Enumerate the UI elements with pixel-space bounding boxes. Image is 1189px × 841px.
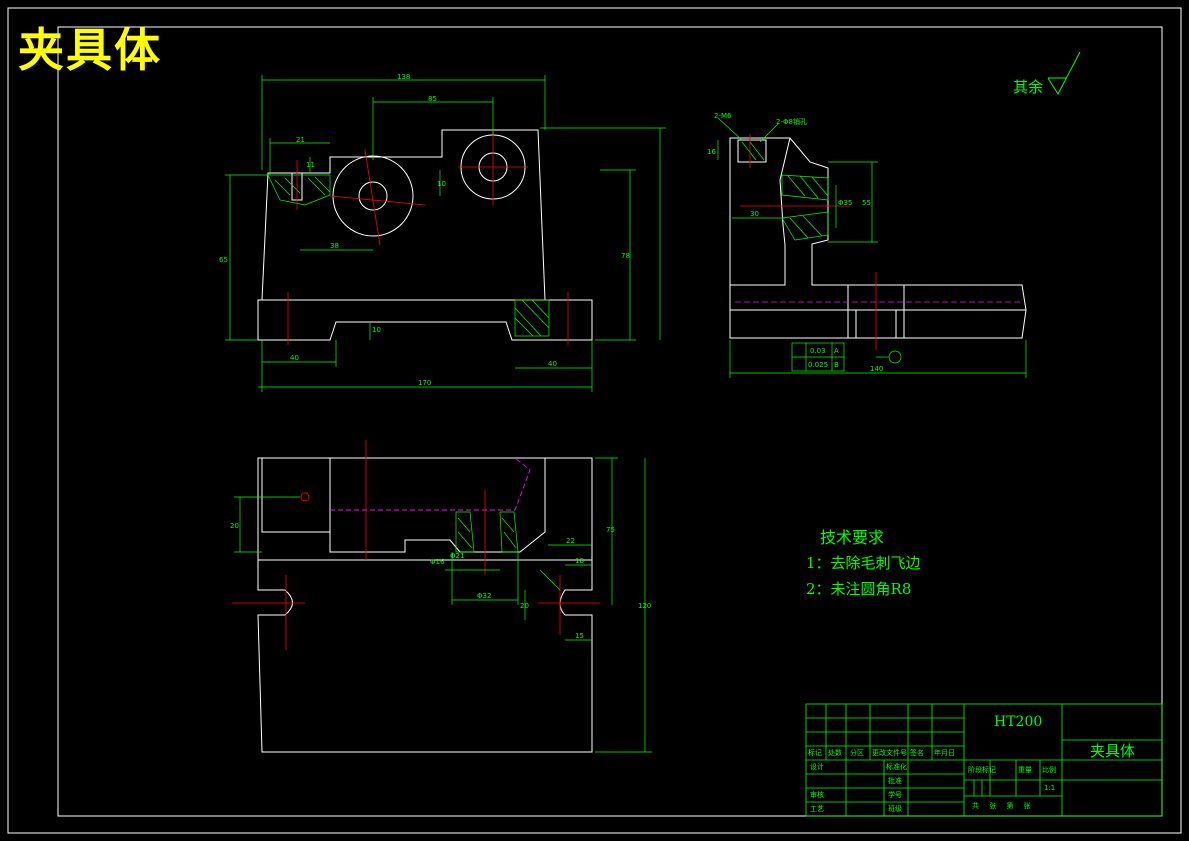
tb-stage-label-2: 比例 bbox=[1042, 766, 1056, 774]
page-title: 夹具体 bbox=[18, 23, 162, 77]
tech-item-2: 2：未注圆角R8 bbox=[806, 580, 912, 598]
part-name: 夹具体 bbox=[1090, 742, 1136, 760]
tb-stage-label-1: 重量 bbox=[1018, 766, 1032, 774]
surface-note: 其余 bbox=[1013, 78, 1043, 96]
dim-side-6: 140 bbox=[870, 365, 883, 373]
side-centerlines bbox=[735, 134, 1020, 350]
tb-row-label-3: 更改文件号 bbox=[872, 749, 907, 757]
dim-side-8: A bbox=[834, 347, 839, 355]
roughness-symbol bbox=[1047, 51, 1081, 96]
dim-top-6: 22 bbox=[566, 537, 575, 545]
dim-top-1: 75 bbox=[606, 526, 615, 534]
tech-heading: 技术要求 bbox=[820, 528, 885, 547]
material-label: HT200 bbox=[994, 714, 1043, 730]
tech-item-1: 1：去除毛刺飞边 bbox=[806, 554, 921, 572]
tb-mid-label-3: 班级 bbox=[888, 805, 902, 813]
dim-top-8: 20 bbox=[520, 602, 529, 610]
tb-row-label-2: 分区 bbox=[850, 749, 864, 757]
top-hidden bbox=[330, 457, 531, 511]
dim-front-3: 11 bbox=[306, 161, 315, 169]
front-centerlines bbox=[287, 128, 569, 345]
tb-row-label-1: 处数 bbox=[828, 749, 842, 757]
side-dim-text: 2-M6 2-Φ8销孔 16 30 Φ35 55 140 0.03 A 0.02… bbox=[707, 112, 883, 373]
dim-top-3: Φ16 bbox=[430, 558, 445, 566]
dim-front-7: 78 bbox=[621, 252, 630, 260]
top-hatch bbox=[455, 511, 519, 553]
side-dimensions bbox=[717, 117, 1027, 378]
dim-front-11: 40 bbox=[548, 360, 557, 368]
outer-border bbox=[7, 7, 1182, 834]
dim-side-5: 55 bbox=[862, 199, 871, 207]
dim-front-8: 40 bbox=[290, 354, 299, 362]
dim-top-0: 20 bbox=[230, 522, 239, 530]
tb-left-label-0: 设计 bbox=[810, 763, 824, 771]
dim-front-2: 21 bbox=[296, 136, 305, 144]
inner-border bbox=[57, 26, 1163, 817]
dim-top-7: 18 bbox=[575, 557, 584, 565]
dim-front-10: 170 bbox=[418, 379, 431, 387]
tb-scale: 1:1 bbox=[1044, 784, 1056, 792]
tb-row-label-4: 签名 bbox=[910, 749, 924, 757]
tb-sheet: 共 张 第 张 bbox=[972, 802, 1035, 810]
dim-side-9: 0.025 bbox=[808, 361, 828, 369]
tb-stage-label-0: 阶段标记 bbox=[968, 766, 996, 774]
tb-row-label-0: 标记 bbox=[808, 749, 822, 757]
dim-side-2: 16 bbox=[707, 148, 716, 156]
dim-front-4: 10 bbox=[437, 180, 446, 188]
dim-side-4: Φ35 bbox=[838, 199, 852, 207]
dim-front-6: 65 bbox=[219, 256, 228, 264]
dim-front-1: 85 bbox=[428, 95, 437, 103]
tb-mid-label-0: 标准化 bbox=[886, 763, 907, 771]
front-dim-text: 138 85 21 11 10 38 65 78 40 10 170 40 bbox=[219, 73, 630, 387]
tb-left-label-2: 工艺 bbox=[810, 805, 824, 813]
dim-side-3: 30 bbox=[750, 210, 759, 218]
dim-front-9: 10 bbox=[372, 326, 381, 334]
top-centerlines bbox=[232, 440, 600, 650]
top-view bbox=[257, 457, 593, 753]
front-hatch bbox=[267, 174, 550, 337]
dim-front-5: 38 bbox=[330, 242, 339, 250]
tb-row-label-5: 年月日 bbox=[934, 749, 955, 757]
side-view bbox=[729, 137, 1027, 339]
dim-top-9: 15 bbox=[575, 632, 584, 640]
title-block bbox=[805, 703, 1163, 817]
dim-top-4: Φ21 bbox=[450, 552, 464, 560]
dim-top-2: 120 bbox=[638, 602, 651, 610]
dim-side-0: 2-M6 bbox=[714, 112, 732, 120]
tb-mid-label-2: 学号 bbox=[888, 791, 902, 799]
top-dimensions bbox=[234, 457, 652, 753]
front-dimensions bbox=[225, 75, 666, 392]
side-hatch bbox=[741, 141, 829, 241]
top-dim-text: 20 75 120 Φ16 Φ21 Φ32 22 18 20 15 bbox=[230, 522, 651, 640]
dim-top-5: Φ32 bbox=[477, 592, 491, 600]
tb-left-label-1: 审核 bbox=[810, 791, 824, 799]
dim-side-10: B bbox=[834, 361, 839, 369]
dim-front-0: 138 bbox=[397, 73, 410, 81]
dim-side-7: 0.03 bbox=[810, 347, 826, 355]
dim-side-1: 2-Φ8销孔 bbox=[776, 117, 807, 126]
tb-mid-label-1: 批准 bbox=[888, 777, 902, 785]
